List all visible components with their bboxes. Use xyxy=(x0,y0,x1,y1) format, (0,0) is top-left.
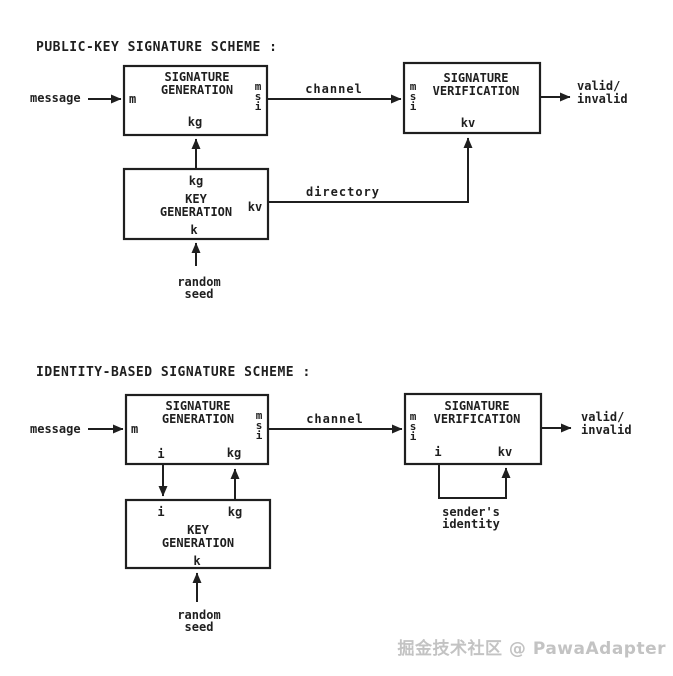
pk-directory-label: directory xyxy=(305,185,381,199)
id-keygen-title-line1: KEY xyxy=(187,523,209,537)
id-siggen-title-line2: GENERATION xyxy=(161,412,235,426)
id-seed-label: seed xyxy=(184,620,214,634)
id-key-generation-box xyxy=(124,498,272,570)
id-sigver-port-i: i xyxy=(434,445,442,459)
pk-random-label: random xyxy=(177,275,221,289)
id-sigver-port-kv: kv xyxy=(497,445,513,459)
pk-keygen-port-k: k xyxy=(190,223,198,237)
pk-keygen-title-line1: KEY xyxy=(185,192,207,206)
id-keygen-title-line2: GENERATION xyxy=(161,536,235,550)
id-keygen-port-kg: kg xyxy=(227,505,243,519)
pk-sigver-port-kv: kv xyxy=(460,116,476,130)
id-keygen-port-k: k xyxy=(193,554,201,568)
pk-siggen-port-m: m xyxy=(129,92,137,106)
pk-sigver-title-line1: SIGNATURE xyxy=(443,71,509,85)
id-siggen-port-i: i xyxy=(157,447,165,461)
id-valid-label: valid/ xyxy=(581,410,625,424)
pk-keygen-port-kv: kv xyxy=(247,200,263,214)
id-siggen-port-m: m xyxy=(131,422,139,436)
pk-invalid-label: invalid xyxy=(577,92,628,106)
id-sigver-title-line1: SIGNATURE xyxy=(444,399,510,413)
id-siggen-port-kg: kg xyxy=(226,446,242,460)
id-senders-label: sender's xyxy=(442,505,500,519)
pk-siggen-title-line2: GENERATION xyxy=(160,83,234,97)
id-scheme-title: IDENTITY-BASED SIGNATURE SCHEME : xyxy=(36,365,311,380)
id-siggen-title-line1: SIGNATURE xyxy=(165,399,231,413)
id-keygen-port-i: i xyxy=(157,505,165,519)
pk-signature-generation-box xyxy=(122,64,269,137)
pk-siggen-title-line1: SIGNATURE xyxy=(164,70,230,84)
id-sigver-title-line2: VERIFICATION xyxy=(433,412,521,426)
id-identity-label: identity xyxy=(442,517,500,531)
id-channel-label: channel xyxy=(306,412,364,426)
pk-message-label: message xyxy=(30,91,81,105)
pk-seed-label: seed xyxy=(184,287,214,301)
pk-siggen-port-kg: kg xyxy=(187,115,203,129)
pk-directory-arrow xyxy=(268,137,473,203)
pk-keygen-title-line2: GENERATION xyxy=(159,205,233,219)
pk-scheme-title: PUBLIC-KEY SIGNATURE SCHEME : xyxy=(36,40,278,55)
watermark-text: 掘金技术社区 @ PawaAdapter xyxy=(397,639,666,659)
id-random-label: random xyxy=(177,608,221,622)
pk-sigver-title-line2: VERIFICATION xyxy=(432,84,520,98)
id-sender-identity-arrow xyxy=(438,464,511,499)
pk-valid-label: valid/ xyxy=(577,79,621,93)
pk-channel-label: channel xyxy=(305,82,363,96)
pk-keygen-port-kg: kg xyxy=(188,174,204,188)
id-message-label: message xyxy=(30,422,81,436)
id-invalid-label: invalid xyxy=(581,423,632,437)
